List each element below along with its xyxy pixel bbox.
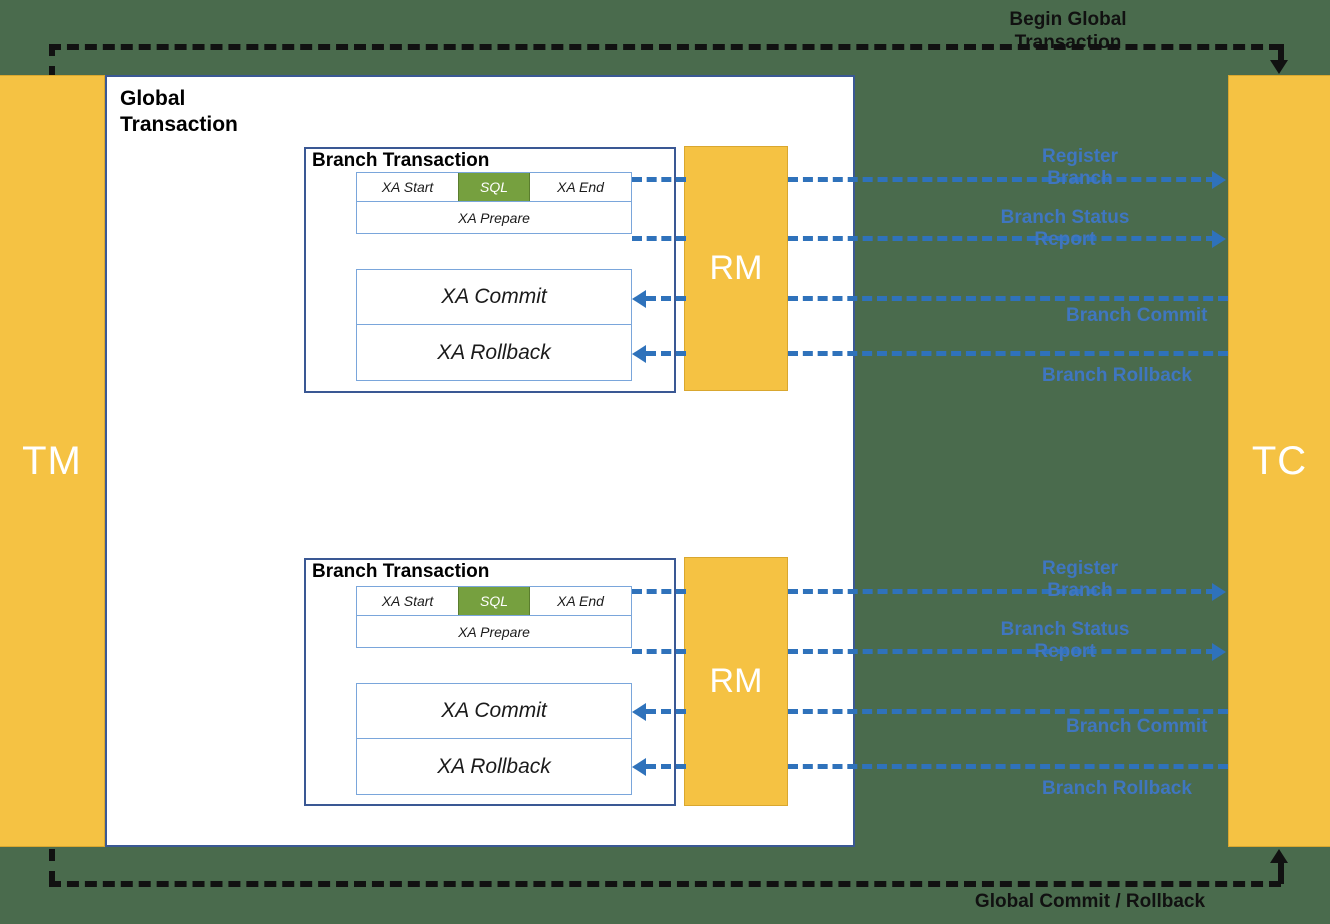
message-line-branch-status-report-right [788,236,1216,241]
message-line-branch-commit-left [646,709,686,714]
message-label-branch-rollback: Branch Rollback [1042,778,1192,799]
op-cell-xa-start[interactable]: XA Start [381,593,434,609]
branch-transaction-title: Branch Transaction [312,561,490,582]
op-row-xa-rollback: XA Rollback [356,325,632,381]
message-label-register-branch: Register Branch [1041,558,1119,601]
message-line-branch-rollback-right [788,351,1228,356]
actor-column-tc[interactable]: TC [1228,75,1330,847]
message-arrow-branch-commit-icon [632,290,646,308]
op-row-xa-commit: XA Commit [356,683,632,739]
global-end-arrow-icon [1270,849,1288,863]
op-cell-xa-commit[interactable]: XA Commit [441,285,547,308]
actor-label-tm: TM [22,438,82,483]
message-line-branch-commit-left [646,296,686,301]
branch-op-group-complete: XA Commit XA Rollback [356,683,632,795]
actor-label-tc: TC [1251,438,1308,483]
op-row-xa-rollback: XA Rollback [356,739,632,795]
message-line-register-branch-right [788,177,1216,182]
branch-op-group-complete: XA Commit XA Rollback [356,269,632,381]
message-line-branch-status-report-left [632,236,686,241]
global-end-path-rise [1278,862,1284,884]
op-row-start-sql-end: XA Start SQL XA End [356,172,632,202]
message-line-branch-status-report-left [632,649,686,654]
op-cell-xa-prepare[interactable]: XA Prepare [458,209,530,226]
branch-op-group-prepare: XA Start SQL XA End XA Prepare [356,586,632,648]
op-cell-xa-start[interactable]: XA Start [381,179,434,195]
message-line-register-branch-right [788,589,1216,594]
message-label-branch-status-report: Branch Status Report [1000,207,1130,250]
branch-op-group-prepare: XA Start SQL XA End XA Prepare [356,172,632,234]
op-row-xa-prepare: XA Prepare [356,616,632,648]
op-cell-sql[interactable]: SQL [458,587,530,615]
message-line-branch-rollback-left [646,764,686,769]
message-arrow-branch-rollback-icon [632,758,646,776]
message-label-branch-status-report: Branch Status Report [1000,619,1130,662]
op-row-xa-commit: XA Commit [356,269,632,325]
global-end-path-vertical [49,849,55,883]
global-begin-path-horizontal [49,44,1281,50]
actor-label-rm: RM [709,249,763,287]
op-cell-xa-rollback[interactable]: XA Rollback [437,754,551,778]
message-arrow-register-branch-icon [1212,583,1226,601]
message-arrow-register-branch-icon [1212,171,1226,189]
message-line-branch-commit-right [788,296,1228,301]
message-arrow-branch-commit-icon [632,703,646,721]
message-line-branch-rollback-left [646,351,686,356]
actor-column-tm[interactable]: TM [0,75,105,847]
message-line-register-branch-left [632,589,686,594]
actor-label-rm: RM [709,662,763,700]
actor-column-rm[interactable]: RM [684,557,788,806]
message-line-register-branch-left [632,177,686,182]
global-begin-label: Begin Global Transaction [1009,9,1127,53]
message-label-register-branch: Register Branch [1041,146,1119,189]
message-label-branch-rollback: Branch Rollback [1042,365,1192,386]
message-arrow-branch-rollback-icon [632,345,646,363]
op-row-xa-prepare: XA Prepare [356,202,632,234]
message-line-branch-rollback-right [788,764,1228,769]
op-row-start-sql-end: XA Start SQL XA End [356,586,632,616]
message-label-branch-commit: Branch Commit [1066,716,1208,737]
message-arrow-branch-status-report-icon [1212,643,1226,661]
global-begin-path-drop [1278,44,1284,64]
op-cell-xa-rollback[interactable]: XA Rollback [437,340,551,364]
message-line-branch-commit-right [788,709,1228,714]
op-cell-xa-end[interactable]: XA End [557,179,604,195]
op-cell-xa-commit[interactable]: XA Commit [441,699,547,722]
op-cell-sql[interactable]: SQL [458,173,530,201]
branch-transaction-title: Branch Transaction [312,150,490,171]
actor-column-rm[interactable]: RM [684,146,788,391]
message-line-branch-status-report-right [788,649,1216,654]
global-transaction-title: Global Transaction [120,87,238,136]
message-arrow-branch-status-report-icon [1212,230,1226,248]
message-label-branch-commit: Branch Commit [1066,305,1208,326]
op-cell-xa-end[interactable]: XA End [557,593,604,609]
global-begin-path-vertical [49,44,55,78]
global-end-path-horizontal [49,881,1281,887]
global-end-label: Global Commit / Rollback [974,891,1206,912]
global-begin-arrow-icon [1270,60,1288,74]
op-cell-xa-prepare[interactable]: XA Prepare [458,623,530,640]
